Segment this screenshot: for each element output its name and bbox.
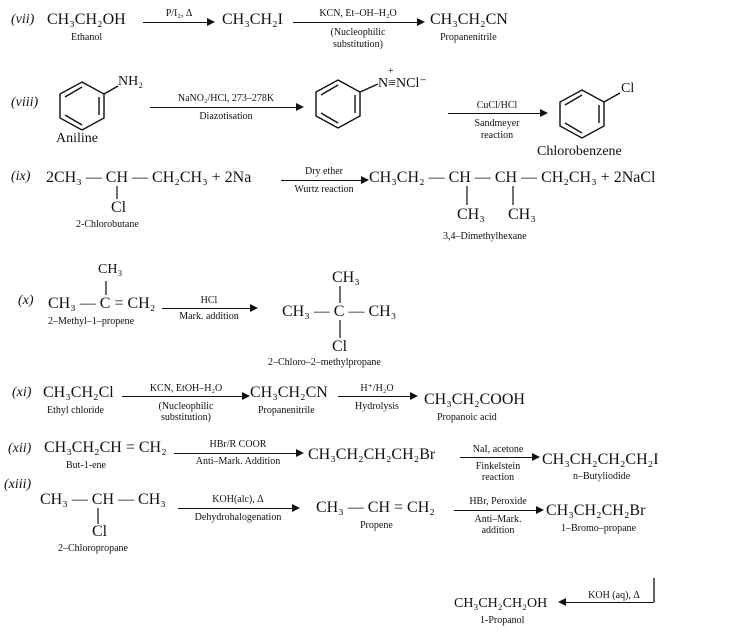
viii-arrow1-reagent: NaNO₂/HCl, 273–278K	[177, 93, 275, 104]
xii-arrow2	[460, 453, 540, 461]
xiii-arrow2-reagent: HBr, Peroxide	[469, 496, 527, 507]
x-ch3-top: CH₃	[98, 262, 123, 277]
chlorobenzene-name: Chlorobenzene	[537, 144, 622, 159]
xiii-arrow2-cond1: Anti–Mark.	[474, 514, 522, 525]
methylpropene-name: 2–Methyl–1–propene	[48, 316, 135, 327]
viii-arrow2	[448, 109, 548, 117]
chlorobenzene-cl: Cl	[621, 81, 635, 96]
label-ix: (ix)	[11, 169, 31, 184]
label-vii: (vii)	[11, 12, 35, 27]
xii-arrow2-reagent: NaI, acetone	[472, 444, 524, 455]
label-xiii: (xiii)	[4, 477, 32, 492]
propanol-name: 1-Propanol	[480, 615, 525, 626]
methylpropene-formula: CH₃ — C = CH₂	[48, 295, 156, 312]
xiii-arrow2-cond2: addition	[481, 525, 515, 536]
label-xii: (xii)	[8, 441, 32, 456]
propanenitrile-formula: CH₃CH₂CN	[430, 11, 508, 28]
x-product-main: CH₃ — C — CH₃	[282, 303, 397, 320]
xii-arrow2-cond1: Finkelstein	[475, 461, 521, 472]
xiii-cl: Cl	[92, 523, 108, 540]
xiii-arrow2	[454, 506, 544, 514]
ix-cl: Cl	[111, 199, 127, 216]
vii-arrow1	[143, 18, 215, 26]
viii-arrow1	[150, 103, 304, 111]
label-xi: (xi)	[12, 385, 32, 400]
ix-sub-ch3-1: CH₃	[457, 206, 485, 223]
propanol-formula: CH₃CH₂CH₂OH	[454, 596, 548, 611]
ethyl-iodide-formula: CH₃CH₂I	[222, 11, 283, 28]
viii-arrow2-reagent: CuCl/HCl	[476, 100, 518, 111]
vii-arrow2-reagent: KCN, Et–OH–H₂O	[319, 8, 397, 19]
xii-arrow1	[174, 449, 304, 457]
ethanol-formula: CH₃CH₂OH	[47, 11, 126, 28]
aniline-name: Aniline	[56, 131, 98, 146]
butyl-bromide-formula: CH₃CH₂CH₂CH₂Br	[308, 446, 436, 463]
bromopropane-name: 1–Bromo–propane	[561, 523, 636, 534]
ix-arrow-reagent: Dry ether	[304, 166, 344, 177]
2-chlorobutane-name: 2-Chlorobutane	[76, 219, 139, 230]
xiii-arrow3	[558, 598, 654, 606]
aniline-nh2: NH₂	[118, 74, 144, 89]
diazonium-group: N≡NCl⁻	[378, 76, 427, 91]
chlorobenzene-ring	[559, 89, 621, 139]
butyl-iodide-name: n–Butyliodide	[573, 471, 631, 482]
xiii-arrow1-reagent: KOH(alc), Δ	[212, 494, 264, 505]
xi-arrow2-reagent: H⁺/H₂O	[360, 383, 394, 394]
propanenitrile-name: Propanenitrile	[440, 32, 497, 43]
ix-arrow-cond: Wurtz reaction	[294, 184, 354, 195]
vii-arrow2-cond2: substitution)	[332, 39, 383, 50]
xi-arrow1	[122, 392, 250, 400]
x-product-cl: Cl	[332, 338, 348, 355]
propene-name: Propene	[360, 520, 393, 531]
x-arrow	[162, 304, 258, 312]
ix-sub-ch3-2: CH₃	[508, 206, 536, 223]
xii-arrow2-cond2: reaction	[481, 472, 515, 483]
viii-arrow2-cond1: Sandmeyer	[474, 118, 520, 129]
xi-arrow1-cond2: substitution)	[160, 412, 211, 423]
aniline-ring	[59, 81, 119, 131]
xi-arrow1-reagent: KCN, EtOH–H₂O	[149, 383, 223, 394]
diazonium-ring	[315, 79, 379, 129]
butyl-iodide-formula: CH₃CH₂CH₂CH₂I	[542, 451, 659, 468]
xiii-arrow3-reagent: KOH (aq), Δ	[588, 590, 640, 601]
xi-arrow2	[338, 392, 418, 400]
ethyl-chloride-name: Ethyl chloride	[47, 405, 104, 416]
propene-formula: CH₃ — CH = CH₂	[316, 499, 435, 516]
x-p-ch3-top: CH₃	[332, 269, 360, 286]
viii-arrow2-cond2: reaction	[480, 130, 514, 141]
viii-arrow1-cond: Diazotisation	[199, 111, 253, 122]
label-x: (x)	[18, 293, 34, 308]
ix-arrow	[281, 176, 369, 184]
x-arrow-reagent: HCl	[200, 295, 218, 306]
label-viii: (viii)	[11, 95, 39, 110]
xii-arrow1-reagent: HBr/R COOR	[209, 439, 267, 450]
xi-arrow2-cond: Hydrolysis	[355, 401, 399, 412]
vii-arrow1-reagent: P/I₂, Δ	[165, 8, 193, 19]
xiii-arrow1	[178, 504, 300, 512]
butene-name: But-1-ene	[66, 460, 106, 471]
vii-arrow2-cond1: (Nucleophilic	[330, 27, 386, 38]
diazonium-plus: +	[388, 66, 394, 77]
bromopropane-formula: CH₃CH₂CH₂Br	[546, 502, 646, 519]
dimethylhexane-name: 3,4–Dimethylhexane	[443, 231, 527, 242]
xi-propanenitrile-formula: CH₃CH₂CN	[250, 384, 328, 401]
butene-formula: CH₃CH₂CH = CH₂	[44, 439, 167, 456]
chloropropane-name: 2–Chloropropane	[58, 543, 128, 554]
xi-arrow1-cond1: (Nucleophilic	[158, 401, 214, 412]
vii-arrow2	[293, 18, 425, 26]
chloromethylpropane-name: 2–Chloro–2–methylpropane	[268, 357, 381, 368]
propanoic-acid-formula: CH₃CH₂COOH	[424, 391, 525, 408]
ix-products: CH₃CH₂ — CH — CH — CH₂CH₃ + 2NaCl	[369, 169, 656, 186]
ethyl-chloride-formula: CH₃CH₂Cl	[43, 384, 114, 401]
ethanol-name: Ethanol	[71, 32, 103, 43]
xiii-arrow1-cond: Dehydrohalogenation	[194, 512, 282, 523]
xii-arrow1-cond: Anti–Mark. Addition	[195, 456, 281, 467]
chloropropane-formula: CH₃ — CH — CH₃	[40, 491, 166, 508]
propanoic-acid-name: Propanoic acid	[437, 412, 497, 423]
xi-propanenitrile-name: Propanenitrile	[258, 405, 315, 416]
x-arrow-cond: Mark. addition	[179, 311, 239, 322]
ix-reactants: 2CH₃ — CH — CH₂CH₃ + 2Na	[46, 169, 252, 186]
